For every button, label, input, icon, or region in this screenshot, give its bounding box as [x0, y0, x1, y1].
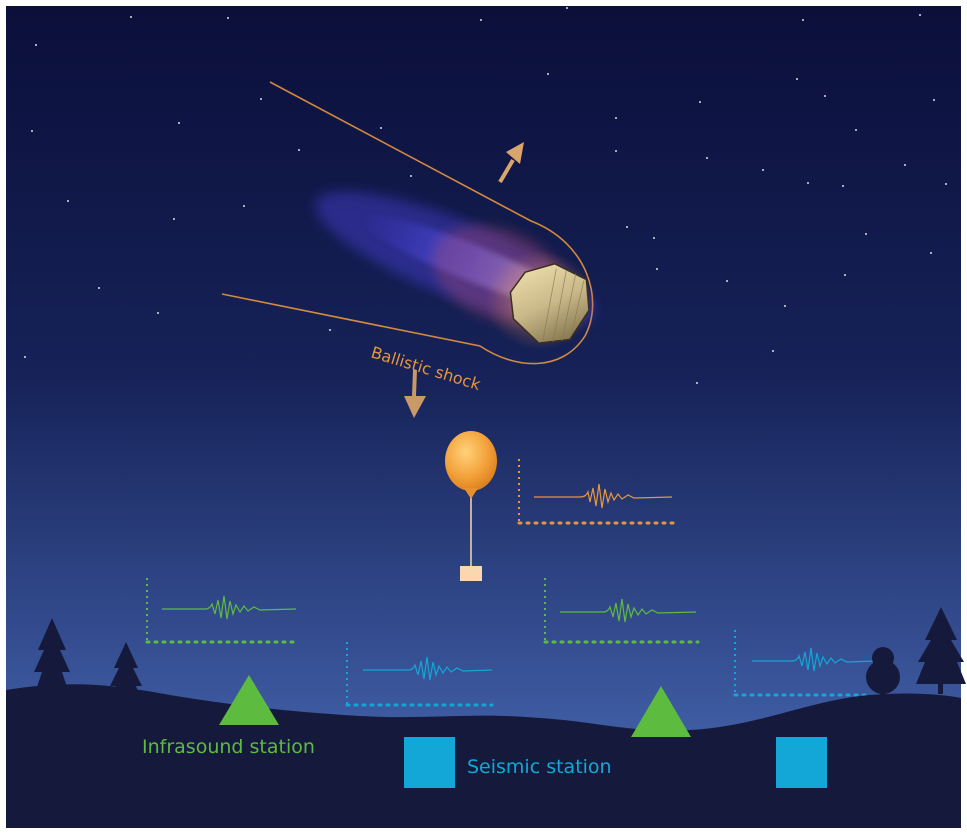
- infrasound-waveform-left: [145, 578, 300, 644]
- seismic-station-label: Seismic station: [467, 756, 612, 778]
- tree-icon: [34, 618, 70, 696]
- infrasound-station-label: Infrasound station: [142, 736, 315, 758]
- balloon-icon: [445, 431, 497, 581]
- tree-icon: [110, 642, 142, 706]
- infrasound-station-icon: [631, 686, 691, 737]
- seismic-waveform-right: [733, 630, 877, 697]
- arrow-icon: [404, 369, 426, 418]
- tree-icon: [866, 647, 900, 702]
- infrasound-station-icon: [219, 675, 279, 725]
- infrasound-waveform-right: [543, 578, 700, 644]
- arrow-icon: [498, 142, 524, 184]
- night-sky: [6, 6, 961, 828]
- balloon-waveform: [517, 459, 680, 525]
- seismic-waveform-middle: [345, 642, 494, 707]
- meteoroid-icon: [509, 262, 590, 344]
- stars: [24, 7, 947, 457]
- seismic-station-icon: [776, 737, 827, 788]
- tree-icon: [916, 607, 966, 694]
- ballistic-shock-cone: [221, 81, 594, 365]
- seismic-station-icon: [404, 737, 455, 788]
